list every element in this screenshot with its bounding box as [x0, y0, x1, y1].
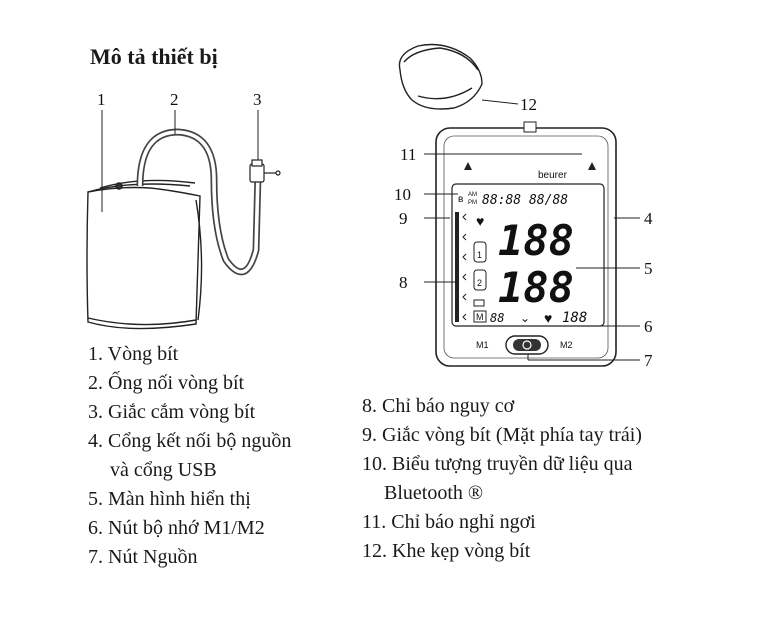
pulse-display: 188 — [562, 310, 587, 326]
section-title: Mô tả thiết bị — [90, 44, 218, 69]
part-item: 2. Ống nối vòng bít — [88, 372, 245, 394]
cuff-drawing — [86, 179, 203, 330]
part-item: 9. Giắc vòng bít (Mặt phía tay trái) — [362, 424, 642, 446]
part-item: 1. Vòng bít — [88, 343, 179, 365]
callout-9: 9 — [399, 209, 408, 228]
part-item: 4. Cổng kết nối bộ nguồn — [88, 430, 292, 452]
part-item-continuation: và cổng USB — [110, 459, 217, 481]
callout-7: 7 — [644, 351, 653, 370]
callout-4: 4 — [644, 209, 653, 228]
m1-label: M1 — [476, 340, 489, 350]
systolic-display: 188 — [498, 216, 574, 265]
callout-6: 6 — [644, 317, 653, 336]
part-item: 7. Nút Nguồn — [88, 546, 198, 568]
part-item: 3. Giắc cắm vòng bít — [88, 401, 256, 423]
parts-list-left: 1. Vòng bít 2. Ống nối vòng bít 3. Giắc cắ… — [88, 340, 291, 572]
callout-12: 12 — [520, 95, 537, 114]
callout-11: 11 — [400, 145, 416, 164]
part-item: 5. Màn hình hiển thị — [88, 488, 251, 510]
callout-10: 10 — [394, 185, 411, 204]
heart-rhythm-icon: ♥ — [476, 213, 484, 229]
cuff-plug — [249, 159, 281, 183]
part-item: 12. Khe kẹp vòng bít — [362, 540, 531, 562]
chevron-down-icon: ⌄ — [520, 311, 530, 325]
date-time-display: 88:88 88/88 — [482, 193, 568, 208]
bluetooth-icon: ʙ — [458, 194, 463, 205]
memory-icon: M — [476, 312, 484, 322]
part-item: 10. Biểu tượng truyền dữ liệu qua — [362, 453, 633, 475]
callout-8: 8 — [399, 273, 408, 292]
user1-label: 1 — [477, 250, 482, 260]
pm-label: PM — [468, 200, 477, 206]
parts-list-right: 8. Chỉ báo nguy cơ 9. Giắc vòng bít (Mặt … — [362, 392, 642, 566]
lcd-display: ʙ AM PM 88:88 88/88 188 188 ♥ 1 2 M 88 ⌄… — [455, 192, 587, 326]
memory-count-display: 88 — [490, 311, 504, 325]
brand-logo: beurer — [538, 170, 568, 181]
cuff-tube — [136, 128, 262, 276]
callout-2: 2 — [170, 90, 179, 109]
risk-indicator-bar — [455, 212, 459, 322]
rest-indicator — [464, 162, 596, 170]
user2-label: 2 — [477, 278, 482, 288]
am-label: AM — [468, 192, 477, 198]
diastolic-display: 188 — [498, 263, 574, 312]
callout-3: 3 — [253, 90, 262, 109]
power-button[interactable] — [505, 335, 549, 355]
callout-1: 1 — [97, 90, 106, 109]
heart-icon: ♥ — [544, 310, 552, 326]
part-item: 11. Chỉ báo nghỉ ngơi — [362, 511, 536, 533]
part-item: 6. Nút bộ nhớ M1/M2 — [88, 517, 265, 539]
cuff-holder — [398, 43, 483, 110]
callout-5: 5 — [644, 259, 653, 278]
m2-label: M2 — [560, 340, 573, 350]
part-item-continuation: Bluetooth ® — [384, 482, 484, 504]
part-item: 8. Chỉ báo nguy cơ — [362, 395, 515, 417]
